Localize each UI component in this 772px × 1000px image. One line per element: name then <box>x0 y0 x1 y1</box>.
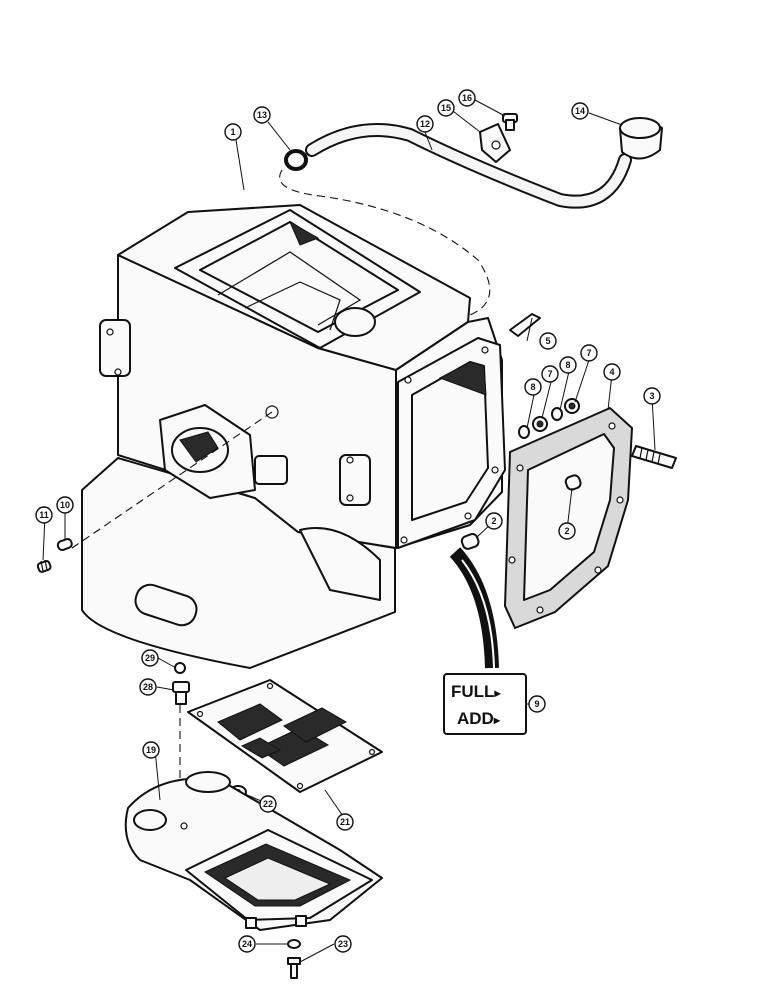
svg-text:12: 12 <box>420 119 430 129</box>
svg-text:ADD▸: ADD▸ <box>457 709 501 728</box>
callout-5: 5 <box>539 332 557 350</box>
callout-8b: 8 <box>559 356 577 374</box>
callout-22: 22 <box>259 795 277 813</box>
callout-28: 28 <box>139 678 157 696</box>
callout-14: 14 <box>571 102 589 120</box>
tube-clip <box>479 123 511 163</box>
callout-21: 21 <box>336 813 354 831</box>
callout-15: 15 <box>437 99 455 117</box>
dipstick-add-text: ADD <box>457 709 494 728</box>
callout-13: 13 <box>253 106 271 124</box>
svg-text:8: 8 <box>565 360 570 370</box>
svg-text:2: 2 <box>564 526 569 536</box>
temperature-sender <box>172 681 190 705</box>
lock-washer <box>287 939 301 949</box>
leader-lines <box>42 99 656 963</box>
seal-ring <box>284 149 308 171</box>
dipstick-add-marker: ▸ <box>493 713 501 727</box>
set-screw <box>36 559 52 573</box>
dipstick-label: FULL▸ ADD▸ <box>443 673 527 735</box>
svg-text:9: 9 <box>534 699 539 709</box>
washer <box>551 407 563 421</box>
breather-tube <box>279 123 632 316</box>
svg-text:29: 29 <box>145 653 155 663</box>
dipstick-full-text: FULL <box>451 682 494 701</box>
svg-text:23: 23 <box>338 939 348 949</box>
plug <box>564 398 580 414</box>
bottom-cover-gasket <box>187 679 383 793</box>
svg-text:10: 10 <box>60 500 70 510</box>
stud <box>631 445 677 469</box>
plug <box>532 416 548 432</box>
svg-text:15: 15 <box>441 103 451 113</box>
callout-9: 9 <box>528 695 546 713</box>
callout-7b: 7 <box>580 344 598 362</box>
washer <box>518 425 530 439</box>
callout-11: 11 <box>35 506 53 524</box>
svg-text:8: 8 <box>530 382 535 392</box>
svg-text:22: 22 <box>263 799 273 809</box>
callout-19: 19 <box>142 741 160 759</box>
svg-text:4: 4 <box>609 367 614 377</box>
svg-text:14: 14 <box>575 106 585 116</box>
callout-24: 24 <box>238 935 256 953</box>
svg-text:28: 28 <box>143 682 153 692</box>
callout-3: 3 <box>643 387 661 405</box>
clip-bolt <box>502 113 518 131</box>
svg-text:16: 16 <box>462 93 472 103</box>
svg-text:5: 5 <box>545 336 550 346</box>
svg-text:11: 11 <box>39 510 49 520</box>
pan-bolt <box>287 957 301 979</box>
svg-text:FULL▸: FULL▸ <box>451 682 501 701</box>
svg-text:2: 2 <box>491 516 496 526</box>
callout-8a: 8 <box>524 378 542 396</box>
dowel-pin <box>460 533 480 550</box>
callout-4: 4 <box>603 363 621 381</box>
callout-23: 23 <box>334 935 352 953</box>
svg-text:7: 7 <box>586 348 591 358</box>
callout-7a: 7 <box>541 365 559 383</box>
oil-pan <box>124 771 383 931</box>
svg-text:19: 19 <box>146 745 156 755</box>
breather-cap <box>619 117 663 160</box>
callout-1: 1 <box>224 123 242 141</box>
svg-text:13: 13 <box>257 110 267 120</box>
callout-16: 16 <box>458 89 476 107</box>
svg-text:3: 3 <box>649 391 654 401</box>
callout-12: 12 <box>416 115 434 133</box>
dipstick-full-marker: ▸ <box>493 686 501 700</box>
nut <box>174 662 186 674</box>
svg-text:7: 7 <box>547 369 552 379</box>
transmission-housing <box>81 204 506 669</box>
svg-text:1: 1 <box>230 127 235 137</box>
svg-text:21: 21 <box>340 817 350 827</box>
callout-10: 10 <box>56 496 74 514</box>
dowel-pin <box>564 474 582 491</box>
svg-text:24: 24 <box>242 939 252 949</box>
callout-2a: 2 <box>485 512 503 530</box>
pin <box>56 538 73 552</box>
callout-2b: 2 <box>558 522 576 540</box>
key <box>509 313 541 337</box>
callout-29: 29 <box>141 649 159 667</box>
